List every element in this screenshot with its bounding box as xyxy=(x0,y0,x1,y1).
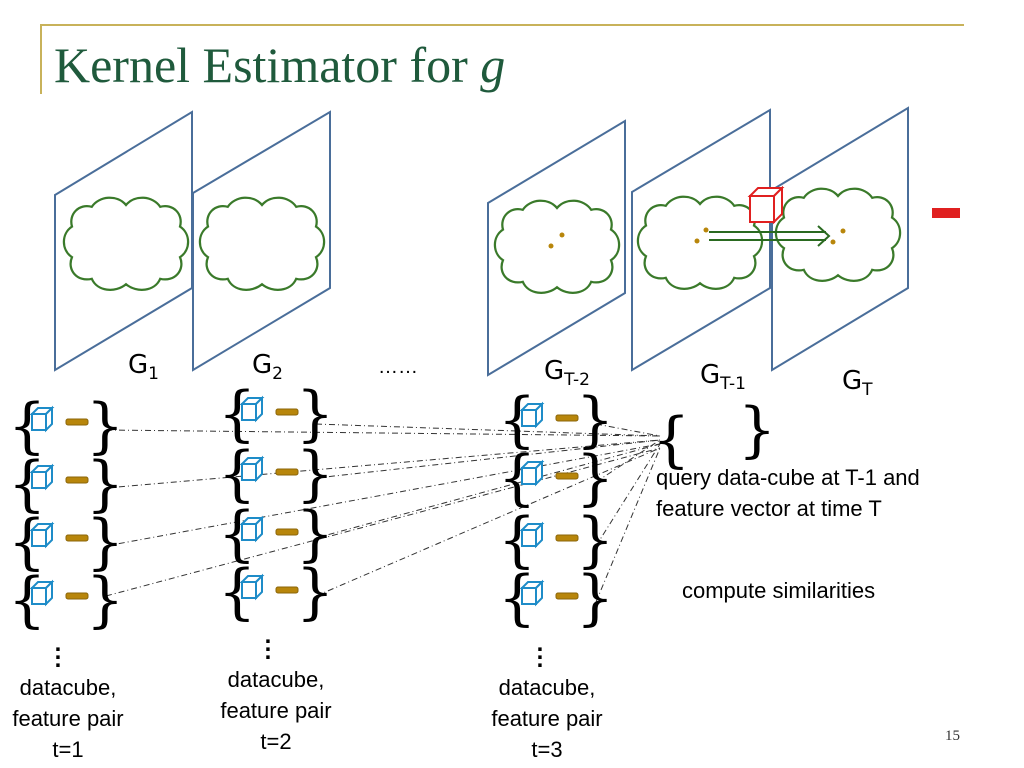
svg-text:}: } xyxy=(738,395,776,465)
svg-text:}: } xyxy=(576,563,614,633)
svg-text:}: } xyxy=(86,565,124,635)
query-brackets: { } xyxy=(652,395,776,475)
datacube-pair: {} xyxy=(498,505,614,575)
svg-text:}: } xyxy=(296,379,334,449)
title-text: Kernel Estimator for xyxy=(54,37,481,93)
label-g2: G2 xyxy=(252,350,283,384)
label-gt1: GT-1 xyxy=(700,360,746,394)
compute-similarities-label: compute similarities xyxy=(682,578,876,603)
svg-text:}: } xyxy=(576,443,614,513)
datacube-pair: {} xyxy=(218,439,334,509)
frame-gt xyxy=(771,106,909,372)
caption-t1: datacube, feature pair t=1 xyxy=(12,675,124,762)
slide-title: Kernel Estimator for g xyxy=(54,36,505,94)
query-cube-icon xyxy=(747,185,785,225)
svg-text:}: } xyxy=(86,507,124,577)
column-t3-continuation: ... xyxy=(536,630,544,673)
query-description: query data-cube at T-1 and feature vecto… xyxy=(656,465,920,521)
datacube-column-t3: {} {} {} {} xyxy=(498,385,614,633)
svg-text:{: { xyxy=(652,405,690,475)
svg-text:}: } xyxy=(296,557,334,627)
datacube-pair: {} xyxy=(8,449,124,519)
similarity-lines xyxy=(105,423,661,603)
frame-gt1 xyxy=(631,108,771,372)
datacube-column-t2: {} {} {} {} xyxy=(218,379,334,627)
frames-ellipsis: …… xyxy=(378,356,418,378)
frame-g1 xyxy=(54,110,193,372)
datacube-pair: {} xyxy=(498,385,614,455)
frame-g2 xyxy=(192,110,331,372)
red-marker xyxy=(932,208,960,218)
svg-text:}: } xyxy=(296,499,334,569)
datacube-pair: {} xyxy=(8,507,124,577)
datacube-pair: {} xyxy=(218,499,334,569)
caption-t3: datacube, feature pair t=3 xyxy=(491,675,603,762)
arrow-icon xyxy=(709,225,831,247)
column-t1-continuation: ... xyxy=(54,630,62,673)
svg-text:}: } xyxy=(576,505,614,575)
datacube-pair: {} xyxy=(8,565,124,635)
frame-gt2 xyxy=(487,119,626,377)
column-t2-continuation: ... xyxy=(264,622,272,665)
svg-text:}: } xyxy=(576,385,614,455)
datacube-pair: {} xyxy=(498,563,614,633)
datacube-pair: {} xyxy=(218,557,334,627)
label-gt2: GT-2 xyxy=(544,356,590,390)
label-g1: G1 xyxy=(128,350,159,384)
svg-text:}: } xyxy=(86,449,124,519)
caption-t2: datacube, feature pair t=2 xyxy=(220,667,332,754)
label-gt: GT xyxy=(842,366,873,400)
title-variable: g xyxy=(480,37,506,93)
datacube-column-t1: {} {} {} {} xyxy=(8,391,124,635)
datacube-pair: {} xyxy=(8,391,124,461)
datacube-pair: {} xyxy=(218,379,334,449)
svg-text:}: } xyxy=(86,391,124,461)
svg-text:}: } xyxy=(296,439,334,509)
title-rule-top xyxy=(40,24,964,26)
page-number: 15 xyxy=(945,728,960,744)
title-rule-left xyxy=(40,24,42,94)
datacube-pair: {} xyxy=(498,443,614,513)
